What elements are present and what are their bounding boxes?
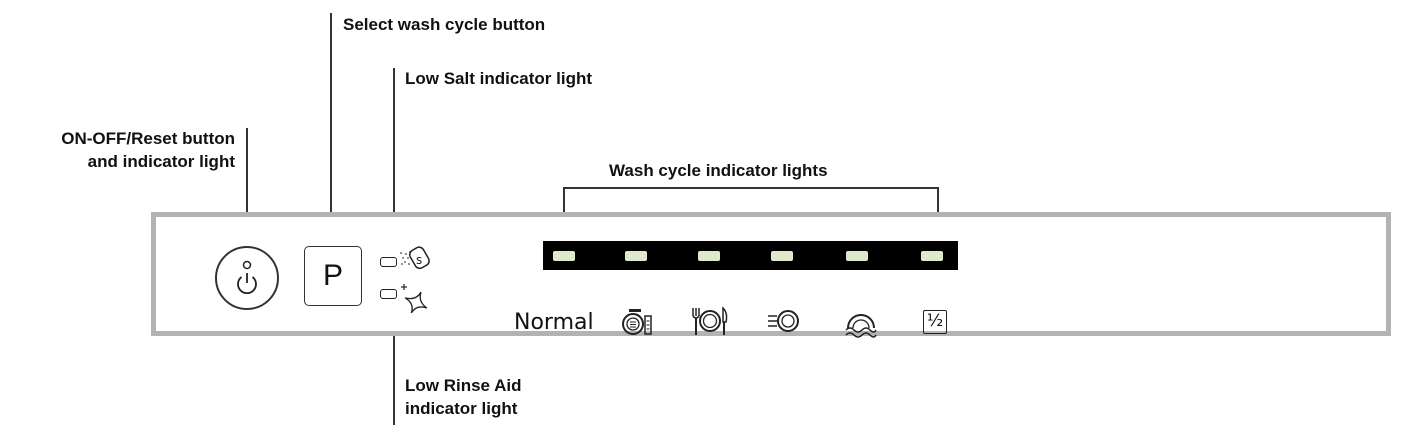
on-off-leader [246, 128, 248, 242]
wash-cycle-bracket-left [563, 187, 565, 230]
wash-cycle-lights-callout: Wash cycle indicator lights [609, 161, 828, 180]
wash-cycle-led-6 [921, 251, 943, 261]
low-salt-leader [393, 68, 395, 252]
wash-cycle-led-3 [698, 251, 720, 261]
low-rinse-aid-leader [393, 300, 395, 425]
select-wash-cycle-callout: Select wash cycle button [343, 15, 546, 34]
normal-cycle-label: Normal [514, 310, 594, 335]
on-off-callout-line1: ON-OFF/Reset button [61, 129, 235, 148]
wash-cycle-bracket-right [937, 187, 939, 230]
wash-cycle-led-5 [846, 251, 868, 261]
select-wash-cycle-button[interactable]: P [304, 246, 362, 306]
wash-cycle-indicator-bar [543, 241, 958, 270]
on-off-reset-button[interactable] [215, 246, 279, 310]
power-icon [237, 260, 257, 295]
quick-wash-icon [768, 310, 799, 332]
low-salt-callout: Low Salt indicator light [405, 69, 592, 88]
low-rinse-aid-indicator-light [380, 289, 397, 299]
salt-icon: s [400, 246, 430, 270]
select-wash-cycle-leader [330, 13, 332, 218]
low-rinse-aid-callout-line2: indicator light [405, 399, 518, 418]
fork-plate-knife-icon [692, 306, 728, 335]
rinse-aid-sparkle-icon [401, 284, 428, 314]
pots-pans-icon [622, 309, 652, 335]
low-rinse-aid-callout-line1: Low Rinse Aid [405, 376, 522, 395]
wash-cycle-led-1 [553, 251, 575, 261]
low-salt-indicator-light [380, 257, 397, 267]
on-off-callout-line2: and indicator light [87, 152, 235, 171]
half-load-symbol: ½ [926, 311, 944, 331]
svg-text:s: s [416, 253, 422, 267]
wash-cycle-bracket-top [563, 187, 939, 189]
wash-cycle-led-2 [625, 251, 647, 261]
wash-cycle-led-4 [771, 251, 793, 261]
half-load-icon: ½ [923, 310, 947, 334]
rinse-wave-icon [845, 314, 877, 338]
